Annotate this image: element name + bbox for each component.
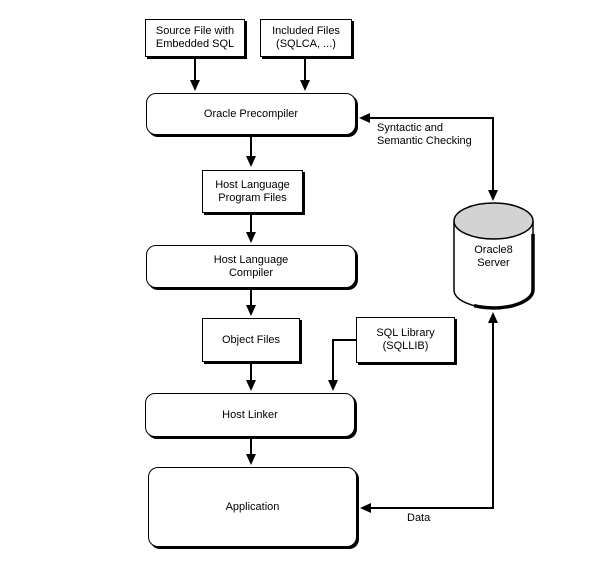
- arrow-program-files-to-compiler: [246, 213, 256, 243]
- node-oracle8-server-label: Oracle8 Server: [454, 244, 533, 270]
- edge-label-syntactic-checking: Syntactic and Semantic Checking: [377, 122, 472, 148]
- node-application: Application: [148, 467, 357, 547]
- node-host-language-compiler: Host Language Compiler: [146, 245, 356, 288]
- node-label-line: Object Files: [221, 333, 281, 346]
- connector-server-application-data: [360, 312, 498, 513]
- edge-label-line: Syntactic and: [377, 122, 444, 134]
- node-label-line: Embedded SQL: [155, 38, 235, 50]
- arrow-source-file-to-precompiler: [190, 57, 200, 91]
- node-label-line: Oracle Precompiler: [203, 107, 299, 120]
- node-label-line: Oracle8: [474, 244, 513, 256]
- node-label-line: Compiler: [228, 266, 273, 279]
- node-host-linker: Host Linker: [145, 393, 355, 437]
- cylinder-shadow: [473, 234, 535, 310]
- node-label-line: (SQLCA, ...): [276, 38, 336, 50]
- node-label-line: Application: [225, 500, 280, 513]
- arrow-sql-library-to-host-linker: [328, 339, 356, 391]
- node-label-line: Host Linker: [222, 408, 278, 421]
- edge-label-line: Semantic Checking: [377, 135, 472, 147]
- node-label-line: (SQLLIB): [382, 340, 429, 352]
- arrow-compiler-to-object-files: [246, 288, 256, 316]
- cylinder-top: [453, 202, 534, 240]
- edge-label-line: Data: [407, 512, 431, 524]
- arrow-included-files-to-precompiler: [300, 57, 310, 91]
- node-label-line: SQL Library: [376, 327, 435, 339]
- oracle-server-cylinder: [453, 202, 535, 310]
- node-oracle-precompiler: Oracle Precompiler: [146, 93, 356, 135]
- arrow-precompiler-to-program-files: [246, 135, 256, 167]
- node-label-line: Host Language: [215, 178, 290, 191]
- edge-label-data: Data: [407, 512, 430, 525]
- node-object-files: Object Files: [202, 318, 300, 362]
- node-label-line: Host Language: [213, 253, 289, 266]
- node-sql-library: SQL Library (SQLLIB): [356, 317, 455, 363]
- arrow-host-linker-to-application: [246, 437, 256, 465]
- node-host-language-program-files: Host Language Program Files: [202, 170, 303, 213]
- node-source-file: Source File with Embedded SQL: [145, 19, 245, 57]
- node-label-line: Program Files: [218, 191, 287, 204]
- node-label-line: Included Files: [272, 25, 340, 37]
- node-label-line: Server: [477, 257, 510, 269]
- node-included-files: Included Files (SQLCA, ...): [260, 19, 352, 57]
- node-label-line: Source File with: [155, 25, 235, 37]
- arrow-object-files-to-host-linker: [246, 362, 256, 391]
- connector-precompiler-server-syntactic: [359, 113, 498, 201]
